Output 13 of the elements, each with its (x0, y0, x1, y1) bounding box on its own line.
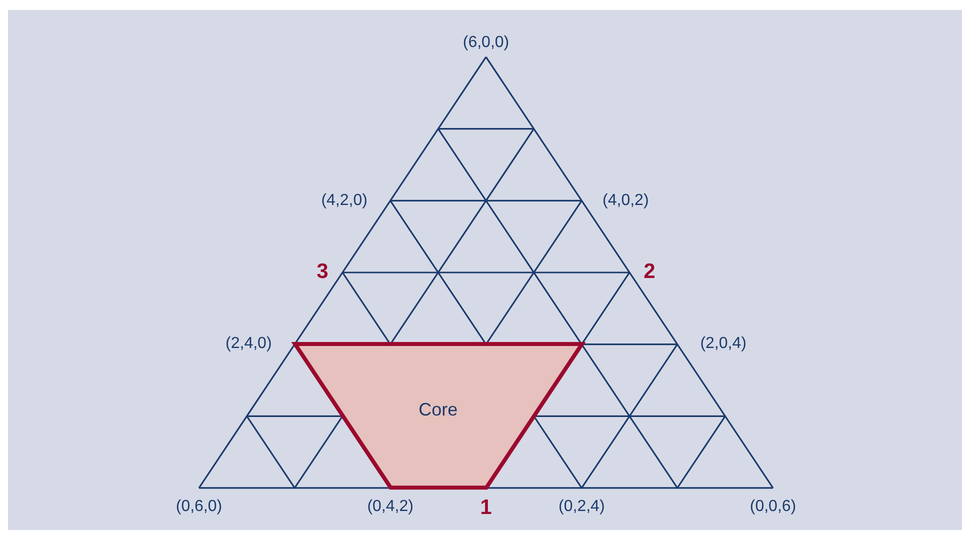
coordinate-label: (0,2,4) (558, 498, 605, 516)
coordinate-label: (0,4,2) (367, 498, 414, 516)
side-number: 2 (644, 260, 656, 284)
coordinate-label: (2,0,4) (700, 335, 746, 354)
side-number: 3 (316, 260, 328, 284)
side-number: 1 (480, 496, 492, 520)
coordinate-label: (4,2,0) (321, 192, 368, 210)
coordinate-label: (6,0,0) (462, 34, 510, 52)
region-label: Core (418, 400, 458, 421)
coordinate-label: (0,0,6) (750, 498, 796, 516)
coordinate-label: (4,0,2) (602, 192, 649, 210)
coordinate-label: (2,4,0) (226, 335, 272, 354)
coordinate-label: (0,6,0) (176, 498, 222, 516)
